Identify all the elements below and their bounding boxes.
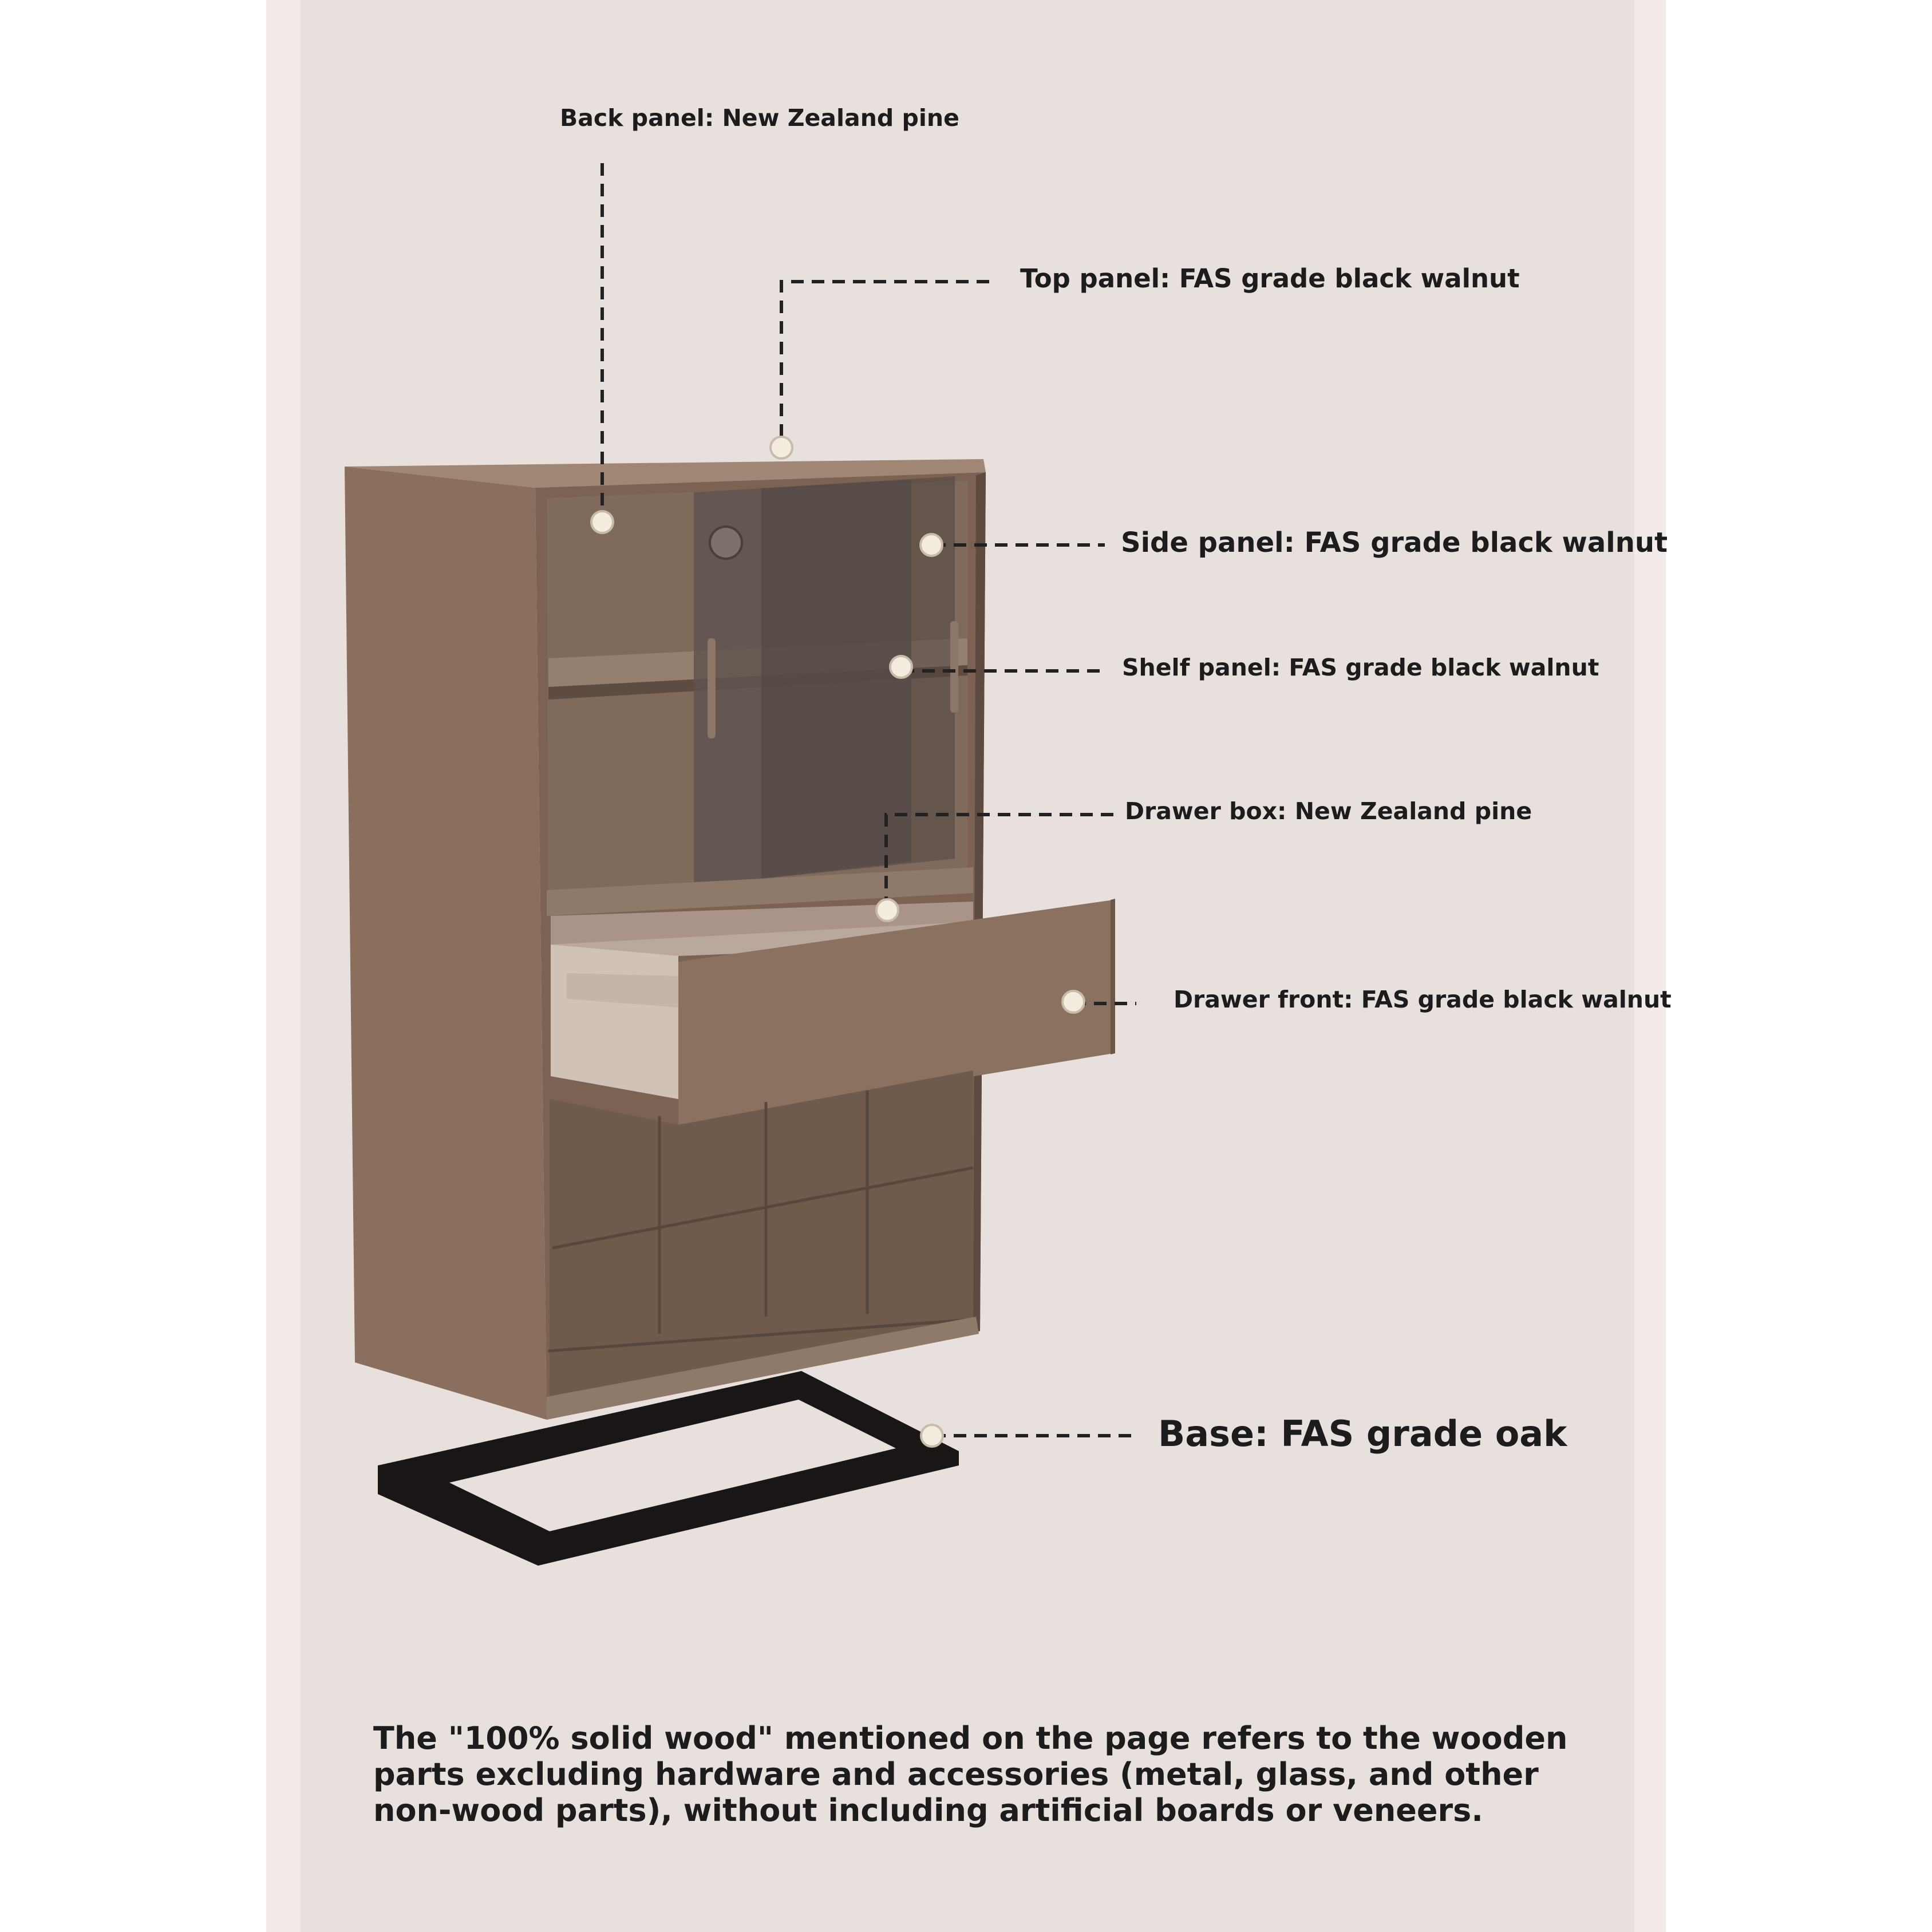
leader-top-panel [780,280,989,448]
door-rail [547,867,973,916]
door-handle-right [950,621,958,713]
leader-drawer-box [884,813,1113,910]
lower-grid-doors [548,1091,974,1353]
label-drawer-box: Drawer box: New Zealand pine [1125,797,1532,825]
marker-back-panel [590,510,614,534]
solid-wood-note: The "100% solid wood" mentioned on the p… [373,1720,1568,1828]
glass-door-right [761,476,955,879]
marker-shelf-panel [889,655,913,679]
label-shelf-panel: Shelf panel: FAS grade black walnut [1122,654,1599,681]
marker-dots [590,436,1085,1448]
cabinet [345,459,1115,1420]
top-panel [345,459,986,488]
right-side-edge [973,472,986,1334]
label-top-panel: Top panel: FAS grade black walnut [1020,263,1520,294]
drawer-box [551,902,973,1099]
marker-top-panel [769,436,793,460]
left-side-panel [345,467,547,1420]
marker-drawer-box [875,898,899,922]
label-drawer-front: Drawer front: FAS grade black walnut [1174,986,1672,1013]
marker-side-panel [919,533,943,557]
door-lock-icon [709,526,743,560]
label-back-panel: Back panel: New Zealand pine [560,104,959,132]
bottom-rail [547,1317,979,1420]
label-side-panel: Side panel: FAS grade black walnut [1121,527,1668,559]
marker-drawer-front [1061,990,1085,1014]
label-base: Base: FAS grade oak [1158,1413,1567,1455]
marker-base [920,1424,944,1448]
base-frame [378,1371,959,1566]
door-handle-left [708,638,716,738]
leader-lines [600,163,1136,1437]
drawer-front [678,899,1115,1125]
